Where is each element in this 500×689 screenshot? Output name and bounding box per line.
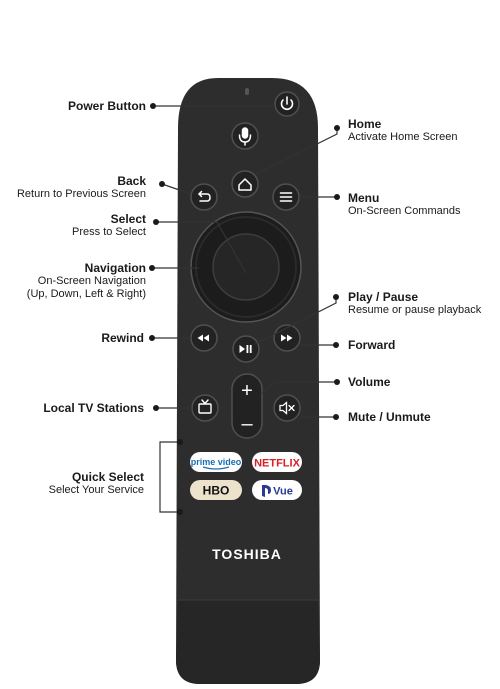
volume-down-sign[interactable]: – — [241, 413, 253, 435]
label-volume: Volume — [348, 375, 390, 389]
back-button[interactable] — [190, 183, 218, 211]
label-menu-desc: On-Screen Commands — [348, 205, 461, 217]
label-home-title: Home — [348, 117, 382, 131]
label-play-pause-desc: Resume or pause playback — [348, 304, 482, 316]
label-back-desc: Return to Previous Screen — [16, 188, 146, 200]
prime-video-button[interactable]: prime video — [190, 452, 242, 472]
mute-icon — [279, 401, 295, 415]
label-forward-title: Forward — [348, 338, 396, 352]
ir-indicator — [245, 88, 249, 95]
label-home: Home Activate Home Screen — [348, 117, 457, 144]
label-select-title: Select — [110, 212, 146, 226]
fast-forward-icon — [281, 334, 293, 342]
callout-dots — [149, 103, 340, 515]
label-select-desc: Press to Select — [72, 226, 146, 238]
label-back-title: Back — [117, 174, 146, 188]
rewind-icon — [197, 334, 209, 342]
label-navigation: Navigation On-Screen Navigation (Up, Dow… — [27, 261, 146, 301]
home-icon — [238, 178, 252, 191]
mute-button[interactable] — [273, 394, 301, 422]
forward-button[interactable] — [273, 324, 301, 352]
remote-bottom-cap — [176, 600, 320, 684]
playstation-icon — [262, 485, 271, 497]
microphone-icon — [238, 127, 252, 146]
rewind-button[interactable] — [190, 324, 218, 352]
label-quick-select-desc: Select Your Service — [48, 484, 144, 496]
volume-rocker[interactable]: + – — [231, 373, 263, 439]
label-volume-title: Volume — [348, 375, 391, 389]
label-back: Back Return to Previous Screen — [17, 174, 146, 201]
tv-icon — [198, 399, 212, 414]
label-mute: Mute / Unmute — [348, 410, 431, 424]
label-select: Select Press to Select — [72, 212, 146, 239]
label-navigation-title: Navigation — [84, 261, 146, 275]
vue-logo: Vue — [273, 486, 293, 498]
back-arrow-icon — [198, 190, 211, 202]
power-button[interactable] — [274, 91, 300, 117]
label-play-pause: Play / Pause Resume or pause playback — [348, 290, 481, 317]
hamburger-menu-icon — [279, 192, 293, 202]
vue-button[interactable]: Vue — [252, 480, 302, 500]
toshiba-logo: TOSHIBA — [212, 546, 282, 562]
volume-up-sign[interactable]: + — [241, 380, 253, 402]
label-rewind-title: Rewind — [101, 331, 144, 345]
play-pause-icon — [239, 345, 252, 353]
label-power: Power Button — [68, 99, 146, 113]
netflix-logo: NETFLIX — [254, 458, 300, 470]
netflix-button[interactable]: NETFLIX — [252, 452, 302, 472]
label-navigation-desc1: On-Screen Navigation — [37, 275, 146, 287]
label-local-tv: Local TV Stations — [43, 401, 144, 415]
label-quick-select-title: Quick Select — [71, 470, 144, 484]
label-home-desc: Activate Home Screen — [348, 131, 458, 143]
hbo-logo: HBO — [203, 484, 230, 498]
label-quick-select: Quick Select Select Your Service — [49, 470, 144, 497]
hbo-button[interactable]: HBO — [190, 480, 242, 500]
label-rewind: Rewind — [101, 331, 144, 345]
label-menu: Menu On-Screen Commands — [348, 191, 461, 218]
prime-video-logo: prime video — [191, 457, 242, 467]
label-forward: Forward — [348, 338, 395, 352]
home-button[interactable] — [231, 170, 259, 198]
voice-button[interactable] — [231, 122, 259, 150]
power-icon — [280, 96, 294, 111]
label-play-pause-title: Play / Pause — [348, 290, 419, 304]
menu-button[interactable] — [272, 183, 300, 211]
local-tv-button[interactable] — [191, 394, 219, 422]
label-power-title: Power Button — [68, 99, 146, 113]
select-button[interactable] — [212, 233, 280, 301]
label-menu-title: Menu — [348, 191, 380, 205]
label-navigation-desc2: (Up, Down, Left & Right) — [26, 288, 146, 300]
label-local-tv-title: Local TV Stations — [43, 401, 144, 415]
label-mute-title: Mute / Unmute — [348, 410, 431, 424]
play-pause-button[interactable] — [232, 335, 260, 363]
